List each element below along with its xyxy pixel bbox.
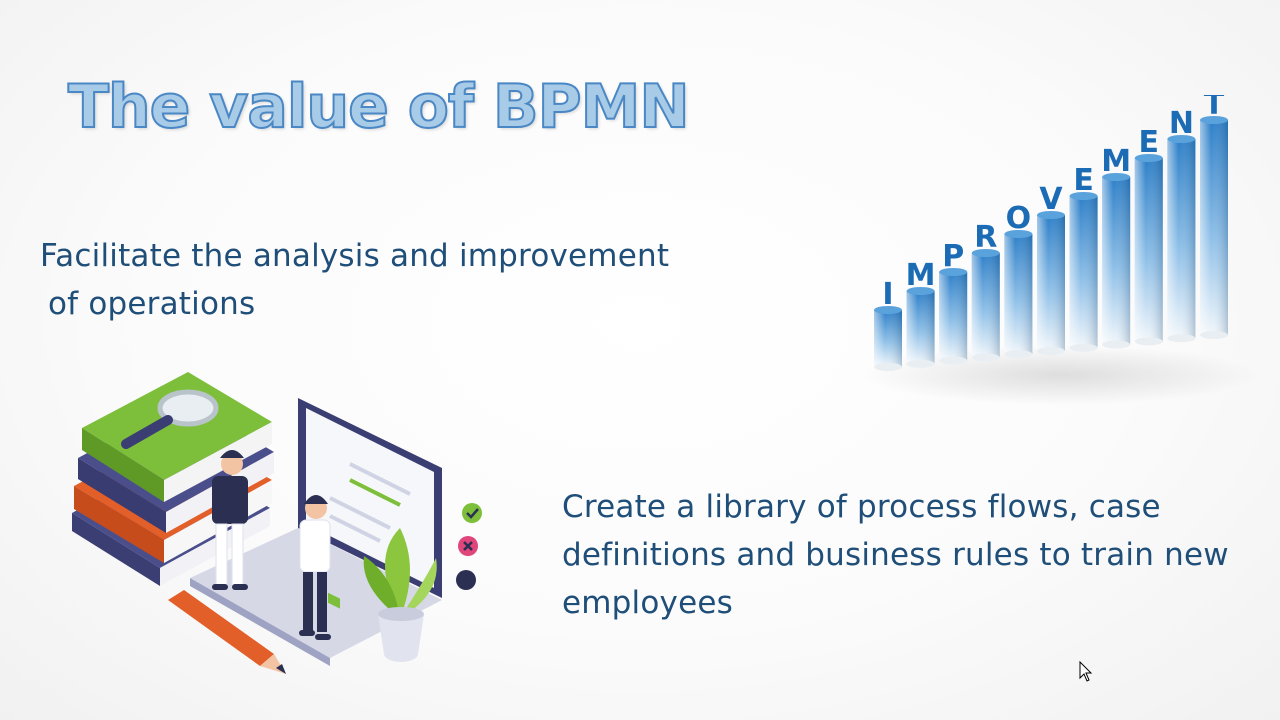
improvement-bar (1069, 192, 1098, 352)
improvement-letter: N (1169, 106, 1194, 141)
improvement-bar (1200, 116, 1228, 339)
mouse-pointer-icon (1079, 661, 1093, 682)
data-analysis-illustration-icon (72, 372, 482, 674)
bullet-analysis: Facilitate the analysis and improvement … (40, 232, 720, 328)
improvement-bar (971, 249, 1000, 362)
improvement-letter: P (942, 239, 964, 274)
bullet-analysis-line-1: Facilitate the analysis and improvement (40, 238, 670, 274)
improvement-bar (1167, 135, 1196, 343)
improvement-letter: E (1139, 125, 1160, 160)
plant-icon (363, 528, 437, 662)
improvement-letter: M (906, 258, 936, 293)
improvement-bar (874, 306, 902, 371)
improvement-letter: E (1073, 163, 1094, 198)
improvement-letter: T (1204, 95, 1225, 122)
pencil-icon (168, 590, 286, 674)
slide-title: The value of BPMN (67, 71, 691, 143)
bullet-library-line-2: definitions and business rules to train … (562, 537, 1229, 573)
bullet-library: Create a library of process flows, case … (562, 483, 1262, 627)
improvement-letter: O (1006, 201, 1032, 236)
person-woman-icon (299, 495, 331, 640)
improvement-bar (1134, 154, 1163, 346)
improvement-bar (1102, 173, 1131, 349)
bullet-analysis-line-2: of operations (48, 286, 256, 322)
bullet-library-line-3: employees (562, 585, 733, 621)
improvement-bar (939, 268, 968, 365)
improvement-bar (906, 287, 935, 368)
improvement-letter: I (882, 277, 893, 312)
improvement-letter: M (1101, 144, 1131, 179)
improvement-letter: V (1039, 182, 1063, 217)
magnifier-icon (121, 389, 219, 449)
improvement-bar (1004, 230, 1033, 359)
check-status-icon (462, 503, 482, 523)
bullet-library-line-1: Create a library of process flows, case (562, 489, 1161, 525)
x-status-icon (458, 536, 478, 556)
dot-status-icon (456, 570, 476, 590)
person-man-icon (212, 450, 248, 590)
improvement-letter: R (974, 220, 997, 255)
improvement-bar (1037, 211, 1065, 355)
